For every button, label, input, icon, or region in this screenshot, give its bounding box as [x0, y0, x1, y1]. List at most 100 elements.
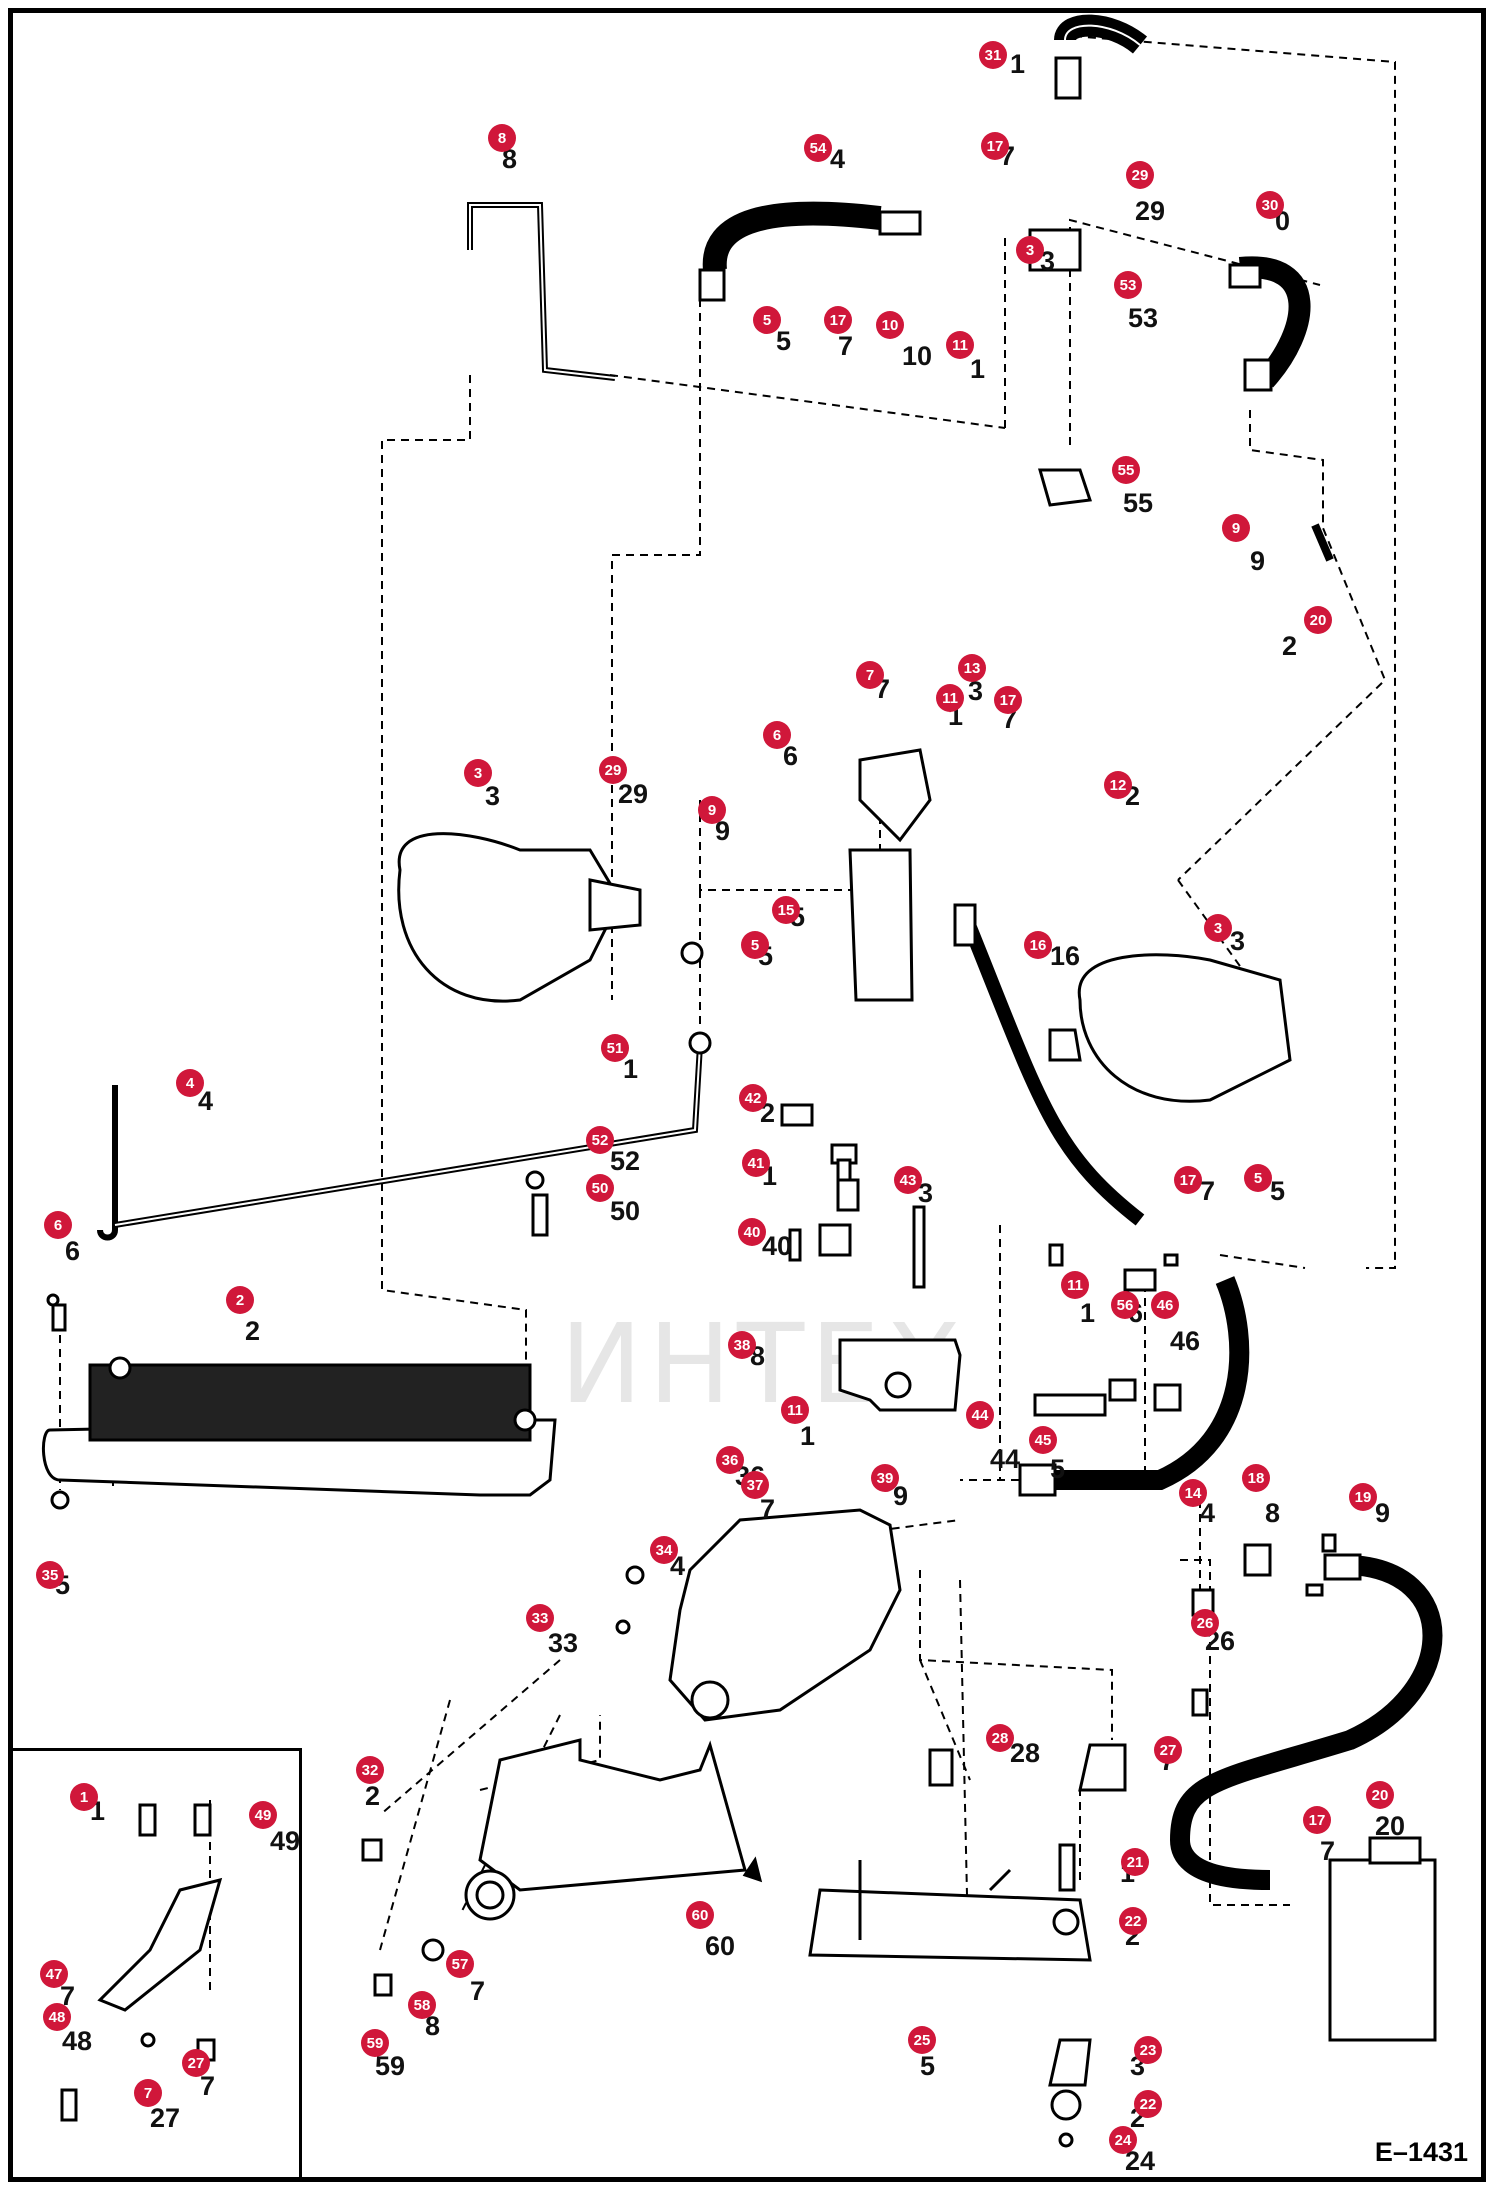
callout-number: 58: [414, 1997, 431, 2014]
callout-6: 66: [44, 1211, 80, 1266]
callout-badge: [1024, 931, 1052, 959]
callout-number: 25: [914, 2032, 931, 2049]
callout-badge: [908, 2026, 936, 2054]
part-number-text: 7: [470, 1976, 485, 2006]
callout-number: 37: [747, 1477, 764, 1494]
callout-badge: [1304, 606, 1332, 634]
part-number-text: 48: [62, 2026, 92, 2056]
callout-number: 57: [452, 1956, 469, 1973]
callout-number: 9: [708, 802, 716, 819]
parts-artwork: [41, 14, 1443, 2148]
callout-number: 56: [1117, 1297, 1134, 1314]
callout-7: 277: [134, 2079, 180, 2133]
callout-badge: [741, 931, 769, 959]
callout-number: 3: [1214, 920, 1222, 937]
callout-badge: [804, 134, 832, 162]
callout-51: 151: [601, 1034, 638, 1084]
callout-number: 18: [1248, 1470, 1265, 1487]
callout-number: 7: [866, 667, 874, 684]
callout-badge: [249, 1801, 277, 1829]
callout-25: 525: [908, 2026, 936, 2081]
callout-badge: [586, 1126, 614, 1154]
callout-number: 17: [830, 312, 847, 329]
callout-badge: [772, 896, 800, 924]
part-number-text: 7: [838, 331, 853, 361]
callout-badge: [1151, 1291, 1179, 1319]
callout-badge: [781, 1396, 809, 1424]
callout-12: 212: [1104, 771, 1140, 811]
callout-number: 15: [778, 902, 795, 919]
callout-17: 717: [994, 686, 1022, 734]
callout-badge: [763, 721, 791, 749]
callout-number: 5: [751, 937, 759, 954]
callout-8: 88: [488, 124, 517, 174]
callout-badge: [742, 1149, 770, 1177]
callout-badge: [36, 1561, 64, 1589]
part-number-text: 33: [548, 1628, 578, 1658]
callout-badge: [936, 684, 964, 712]
callout-badge: [408, 1991, 436, 2019]
callout-45: 545: [1029, 1426, 1065, 1484]
callout-9: 99: [698, 796, 730, 846]
callout-number: 17: [1309, 1812, 1326, 1829]
part-number-text: 1: [1010, 49, 1025, 79]
callout-35: 535: [36, 1561, 70, 1600]
part-number-text: 7: [60, 1981, 75, 2011]
callout-badge: [871, 1464, 899, 1492]
callout-badge: [1222, 514, 1250, 542]
callout-number: 11: [952, 337, 968, 354]
part-number-text: 4: [198, 1086, 213, 1116]
callout-badge: [986, 1724, 1014, 1752]
part-number-text: 8: [425, 2011, 440, 2041]
part-number-text: 7: [1320, 1836, 1335, 1866]
callout-number: 42: [745, 1090, 762, 1107]
callout-number: 44: [972, 1407, 989, 1424]
callout-badge: [44, 1211, 72, 1239]
callout-badge: [741, 1471, 769, 1499]
callout-number: 1: [80, 1789, 88, 1806]
part-number-text: 4: [1200, 1498, 1215, 1528]
callout-badge: [738, 1218, 766, 1246]
part-number-text: 3: [968, 676, 983, 706]
callout-37: 737: [741, 1471, 775, 1524]
part-number-text: 6: [783, 741, 798, 771]
callout-4: 44: [176, 1069, 213, 1116]
callout-number: 13: [964, 660, 981, 677]
part-number-text: 49: [270, 1826, 300, 1856]
part-number-text: 28: [1010, 1738, 1040, 1768]
callout-1: 11: [70, 1783, 105, 1826]
callout-3: 33: [464, 759, 500, 811]
callout-number: 11: [942, 690, 958, 707]
callout-number: 48: [49, 2009, 66, 2026]
part-number-text: 8: [502, 144, 517, 174]
part-number-text: 5: [1270, 1176, 1285, 1206]
part-number-text: 53: [1128, 303, 1158, 333]
callout-11: 111: [936, 684, 964, 731]
callout-11: 111: [781, 1396, 815, 1451]
callout-badge: [946, 331, 974, 359]
callout-number: 34: [656, 1542, 673, 1559]
callout-number: 19: [1355, 1489, 1372, 1506]
callout-14: 414: [1179, 1479, 1215, 1528]
part-number-text: 3: [485, 781, 500, 811]
callout-17: 717: [1174, 1166, 1215, 1206]
callout-number: 40: [744, 1224, 761, 1241]
callout-number: 29: [605, 762, 622, 779]
part-number-text: 9: [893, 1481, 908, 1511]
callout-9: 99: [1222, 514, 1265, 576]
part-number-text: 2: [245, 1316, 260, 1346]
callout-number: 24: [1115, 2132, 1132, 2149]
part-number-text: 7: [760, 1494, 775, 1524]
callout-34: 434: [650, 1536, 685, 1581]
callout-22: 222: [1119, 1907, 1147, 1951]
callout-number: 59: [367, 2035, 384, 2052]
